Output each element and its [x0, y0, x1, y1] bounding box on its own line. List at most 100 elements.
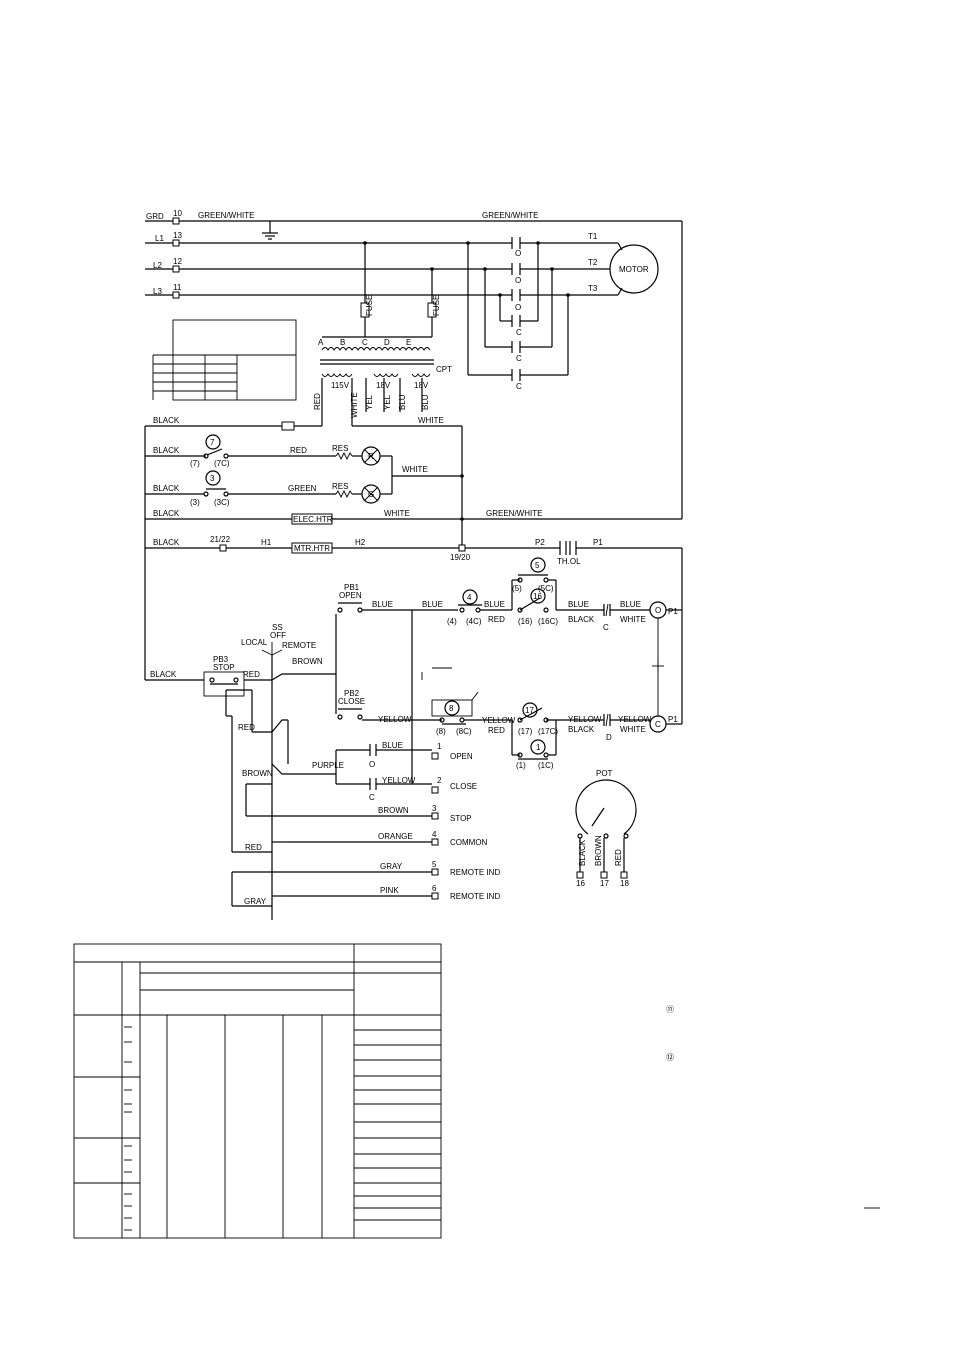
tap-table: [152, 319, 297, 401]
relay-3-b: (3C): [214, 498, 230, 507]
wire-black-4: BLACK: [153, 509, 180, 518]
terminal-1-num: 1: [437, 742, 442, 751]
wire-yellow-aux: YELLOW: [382, 776, 416, 785]
wire-brown-ss: BROWN: [292, 657, 323, 666]
terminal-5-label: REMOTE IND: [450, 868, 500, 877]
motor-label: MOTOR: [619, 265, 649, 274]
xfmr-yel: YEL: [365, 394, 374, 410]
motor-heater-label: MTR.HTR: [294, 544, 330, 553]
label-l1: L1: [155, 234, 164, 243]
pot-t18: 18: [620, 879, 629, 888]
wire-red-3: RED: [488, 726, 505, 735]
terminal-13-num: 13: [173, 231, 182, 240]
wire-black-2: BLACK: [568, 615, 595, 624]
terminal-11-num: 11: [173, 283, 182, 292]
relay-5-b: (5C): [538, 584, 554, 593]
transformer: A B C D E CPT 115V 18V 18V RED WHITE YEL…: [313, 336, 463, 548]
relay-17-icon: [522, 702, 538, 718]
wire-red-ctrl-3: RED: [245, 843, 262, 852]
contact-d-ctrl: D: [606, 733, 612, 742]
resistor-2: [335, 489, 353, 499]
bottom-table: [73, 943, 442, 1239]
label-l2: L2: [153, 261, 162, 270]
tap-e: E: [406, 338, 411, 347]
wire-green-white-htr: GREEN/WHITE: [486, 509, 542, 518]
terminal-3: [431, 812, 439, 820]
relay-5-a: (5): [512, 584, 522, 593]
relay-17-b: (17C): [538, 727, 558, 736]
terminal-4: [431, 838, 439, 846]
wire-blue-2: BLUE: [422, 600, 443, 609]
pb2-label: PB2: [344, 689, 360, 698]
terminal-1920: [458, 544, 466, 552]
lamp-r-label: R: [368, 452, 374, 461]
contact-c-3: C: [516, 382, 522, 391]
wire-yellow-4: YELLOW: [618, 715, 652, 724]
label-h2: H2: [355, 538, 366, 547]
pb3-stop: [203, 671, 245, 697]
res-2-label: RES: [332, 482, 348, 491]
tap-a: A: [318, 338, 324, 347]
pb1-label: PB1: [344, 583, 360, 592]
label-T1: T1: [588, 232, 598, 241]
relay-8-a: (8): [436, 727, 446, 736]
coil-o-label: O: [655, 606, 661, 615]
wire-green-white-right: GREEN/WHITE: [482, 211, 538, 220]
resistor-1: [335, 451, 353, 461]
coil-c-label: C: [655, 720, 661, 729]
terminal-6: [431, 892, 439, 900]
contact-o-aux: O: [369, 760, 375, 769]
relay-1-a: (1): [516, 761, 526, 770]
thermal-ol-label: TH.OL: [557, 557, 581, 566]
wire-pink: PINK: [380, 886, 399, 895]
relay-8-b: (8C): [456, 727, 472, 736]
wire-gray-2: GRAY: [380, 862, 403, 871]
wire-gray-1: GRAY: [244, 897, 267, 906]
terminal-10-num: 10: [173, 209, 182, 218]
wire-brown-2: BROWN: [242, 769, 273, 778]
terminal-12: [172, 265, 180, 273]
wire-blue-aux: BLUE: [382, 741, 403, 750]
terminal-5: [431, 868, 439, 876]
relay-7-b: (7C): [214, 459, 230, 468]
terminal-2: [431, 786, 439, 794]
tap-c: C: [362, 338, 368, 347]
ss-label: SS: [272, 623, 283, 632]
wire-black-5: BLACK: [153, 538, 180, 547]
terminal-strip: 1 2 3 4 5 6 OPEN CLOSE STOP COMMON REMOT…: [431, 742, 500, 901]
terminal-4-num: 4: [432, 830, 437, 839]
relay-4-a: (4): [447, 617, 457, 626]
contact-o-1: O: [515, 249, 521, 258]
lamp-section: BLACK BLACK 7 (7) (7C) RED RES R WHITE B…: [144, 416, 683, 724]
wire-orange: ORANGE: [378, 832, 413, 841]
wire-black-1: BLACK: [153, 416, 180, 425]
contact-o-3: O: [515, 303, 521, 312]
xfmr-red: RED: [313, 393, 322, 410]
relay-7-num: 7: [210, 438, 215, 447]
xfmr-blu2: BLU: [421, 394, 430, 410]
label-p1: P1: [593, 538, 603, 547]
tap-b: B: [340, 338, 345, 347]
wire-white-2: WHITE: [620, 725, 646, 734]
relay-5-icon: [530, 557, 546, 573]
wire-red-2: RED: [488, 615, 505, 624]
label-T2: T2: [588, 258, 598, 267]
wire-blue-3: BLUE: [484, 600, 505, 609]
terminal-13: [172, 239, 180, 247]
wire-black-2: BLACK: [153, 446, 180, 455]
control-section: BLACK PB3 STOP RED SS OFF LOCAL REMOTE B…: [145, 557, 682, 920]
terminal-11: [172, 291, 180, 299]
relay-7-a: (7): [190, 459, 200, 468]
relay-16-num: 16: [533, 592, 542, 601]
pot-t17: 17: [600, 879, 609, 888]
relay-17-num: 17: [525, 706, 534, 715]
wire-red-ctrl-1: RED: [243, 670, 260, 679]
relay-3-a: (3): [190, 498, 200, 507]
v115-label: 115V: [331, 381, 350, 390]
terminal-4-label: COMMON: [450, 838, 488, 847]
label-h1: H1: [261, 538, 272, 547]
pot-wire-brown: BROWN: [594, 835, 603, 866]
relay-16-b: (16C): [538, 617, 558, 626]
relay-8-icon: [444, 700, 460, 716]
